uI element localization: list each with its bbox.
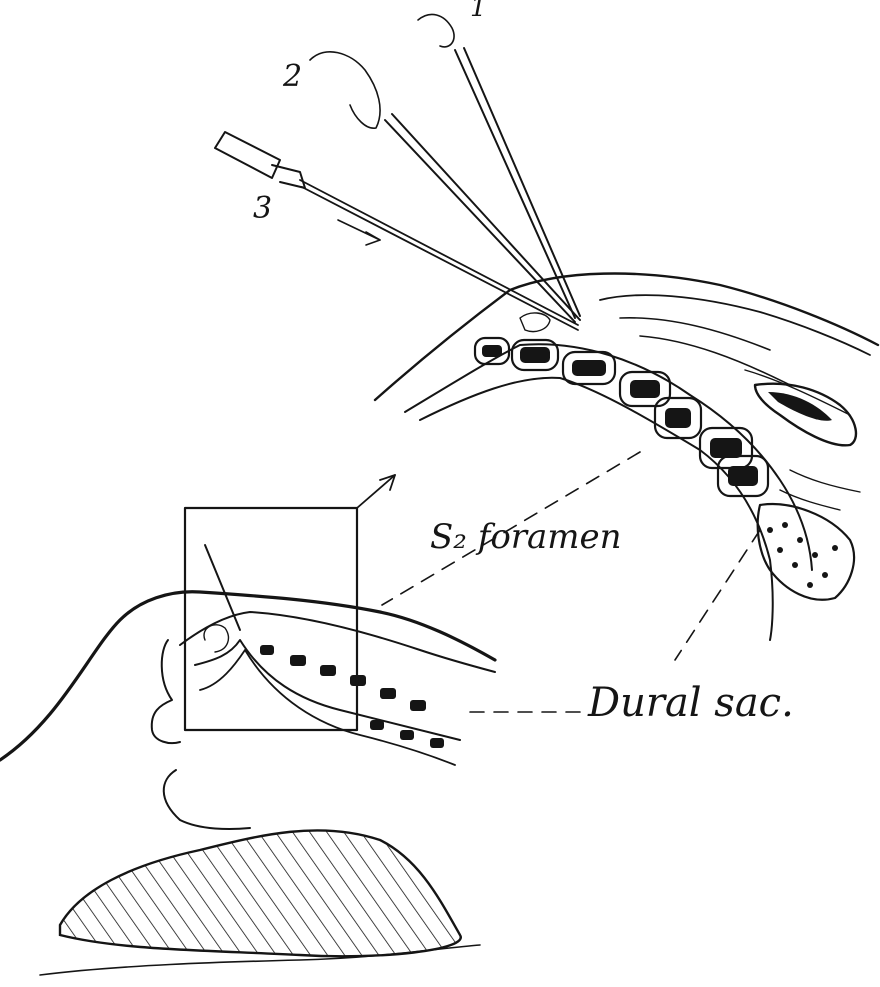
s2-foramen-label: S₂ foramen — [430, 517, 622, 557]
needle-3-syringe — [214, 131, 579, 331]
needle-2 — [309, 51, 581, 323]
needle-2-label: 2 — [282, 59, 302, 94]
enlargement-arrow — [356, 474, 396, 509]
s2-foramen-leader — [381, 451, 641, 606]
magnification-box — [183, 506, 359, 732]
patient-body-outline — [0, 590, 497, 831]
needle-1 — [417, 13, 581, 319]
dural-sac-label: Dural sac. — [587, 680, 794, 726]
needle-3-label: 3 — [253, 191, 272, 226]
dural-sac-leader — [467, 529, 761, 713]
enlarged-sacrum-view — [373, 272, 880, 641]
hatched-buttock-region — [39, 829, 481, 976]
needle-1-label: 1 — [470, 0, 487, 23]
